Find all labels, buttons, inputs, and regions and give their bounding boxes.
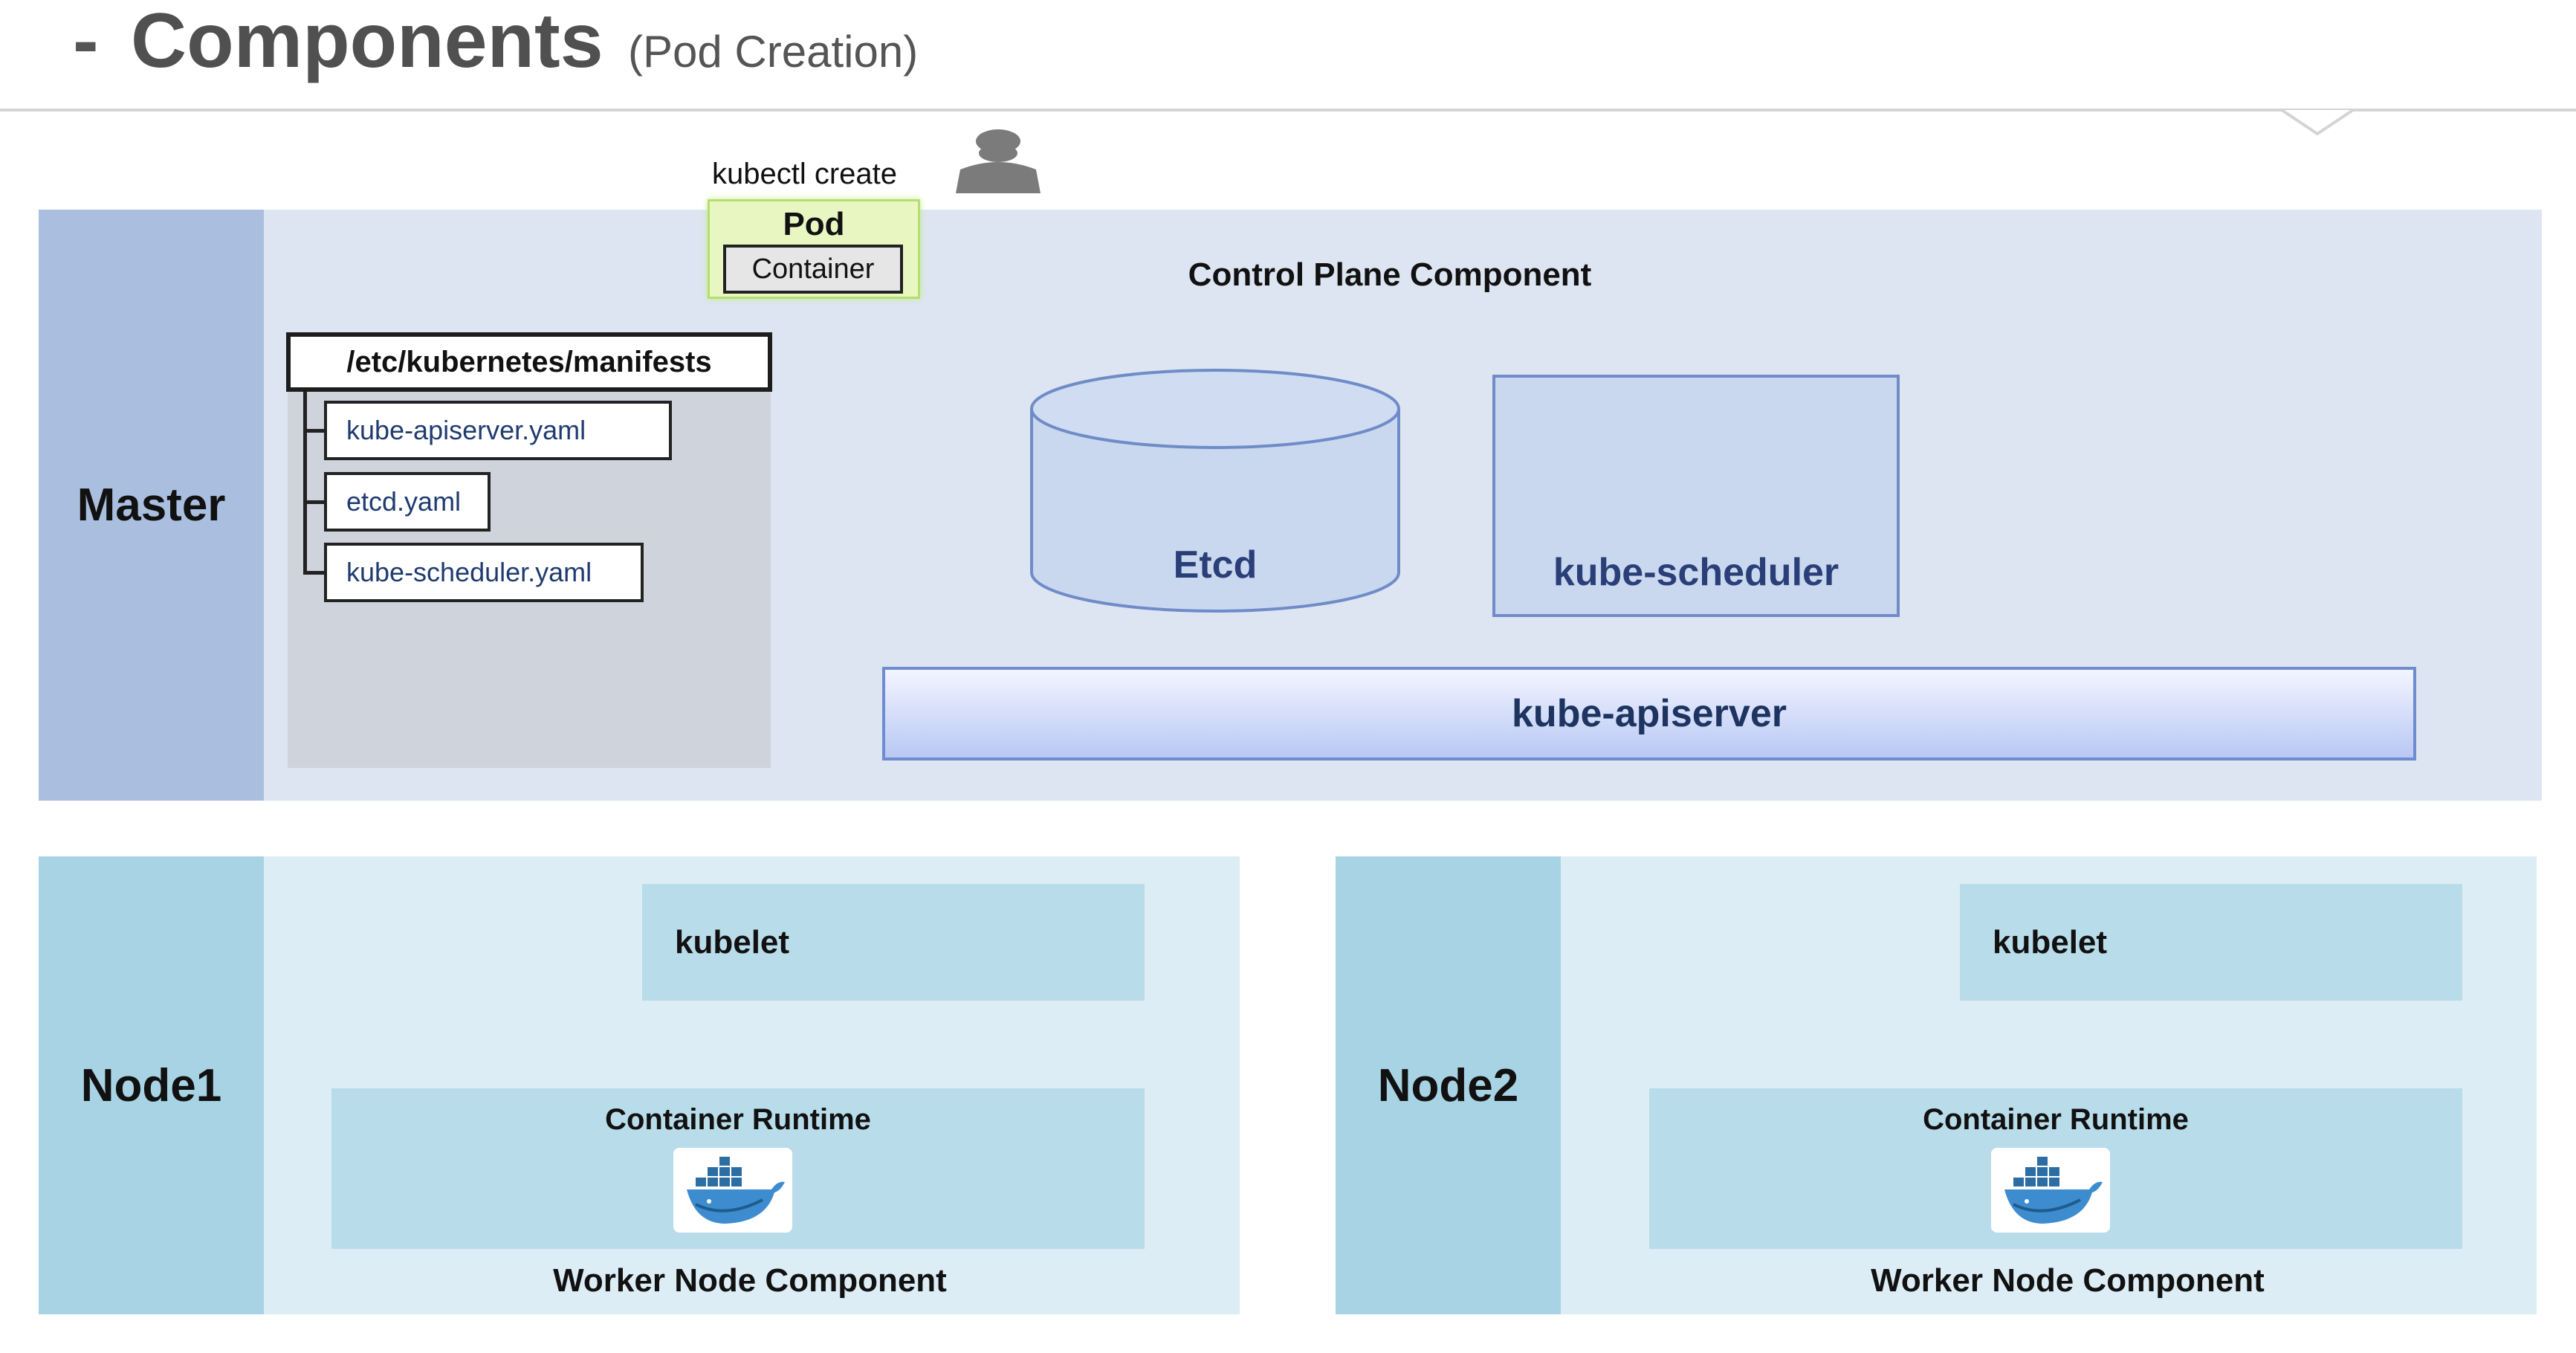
manifest-file-apiserver: kube-apiserver.yaml [324,401,672,460]
container-runtime-label: Container Runtime [605,1103,871,1136]
tree-branch [303,571,326,575]
node2-label: Node2 [1336,856,1561,1314]
node1-worker-node-component-label: Worker Node Component [553,1262,947,1299]
control-plane-label: Control Plane Component [1188,256,1592,293]
header-notch-icon [2280,110,2355,135]
docker-icon [1991,1148,2110,1233]
node1-label: Node1 [39,856,264,1314]
user-icon [956,129,1041,193]
container-runtime-label: Container Runtime [1923,1103,2189,1136]
pod-box: Pod Container [708,199,920,299]
pod-title: Pod [783,206,845,242]
kube-apiserver-bar: kube-apiserver [882,667,2416,761]
node2-kubelet: kubelet [1960,884,2462,1001]
master-label: Master [39,210,264,801]
etcd-label: Etcd [1173,543,1258,587]
manifests-path: /etc/kubernetes/manifests [286,332,772,392]
container-label: Container [723,245,903,294]
node2-worker-node-component-label: Worker Node Component [1871,1262,2265,1299]
node1-kubelet: kubelet [642,884,1145,1001]
header-divider [0,109,2576,112]
docker-icon [673,1148,792,1233]
kubectl-create-label: kubectl create [712,158,898,190]
manifest-file-etcd: etcd.yaml [324,472,491,532]
node1-container-runtime: Container Runtime [331,1088,1145,1249]
page-title: Components [131,0,603,84]
tree-branch [303,429,326,433]
etcd-cylinder-icon [1030,369,1400,613]
kube-scheduler-box: kube-scheduler [1492,375,1900,617]
manifest-file-scheduler: kube-scheduler.yaml [324,543,644,602]
page-subtitle: (Pod Creation) [628,27,919,77]
tree-connector [303,392,307,574]
title-dash: - [73,0,99,84]
tree-branch [303,500,326,504]
node2-container-runtime: Container Runtime [1649,1088,2462,1249]
